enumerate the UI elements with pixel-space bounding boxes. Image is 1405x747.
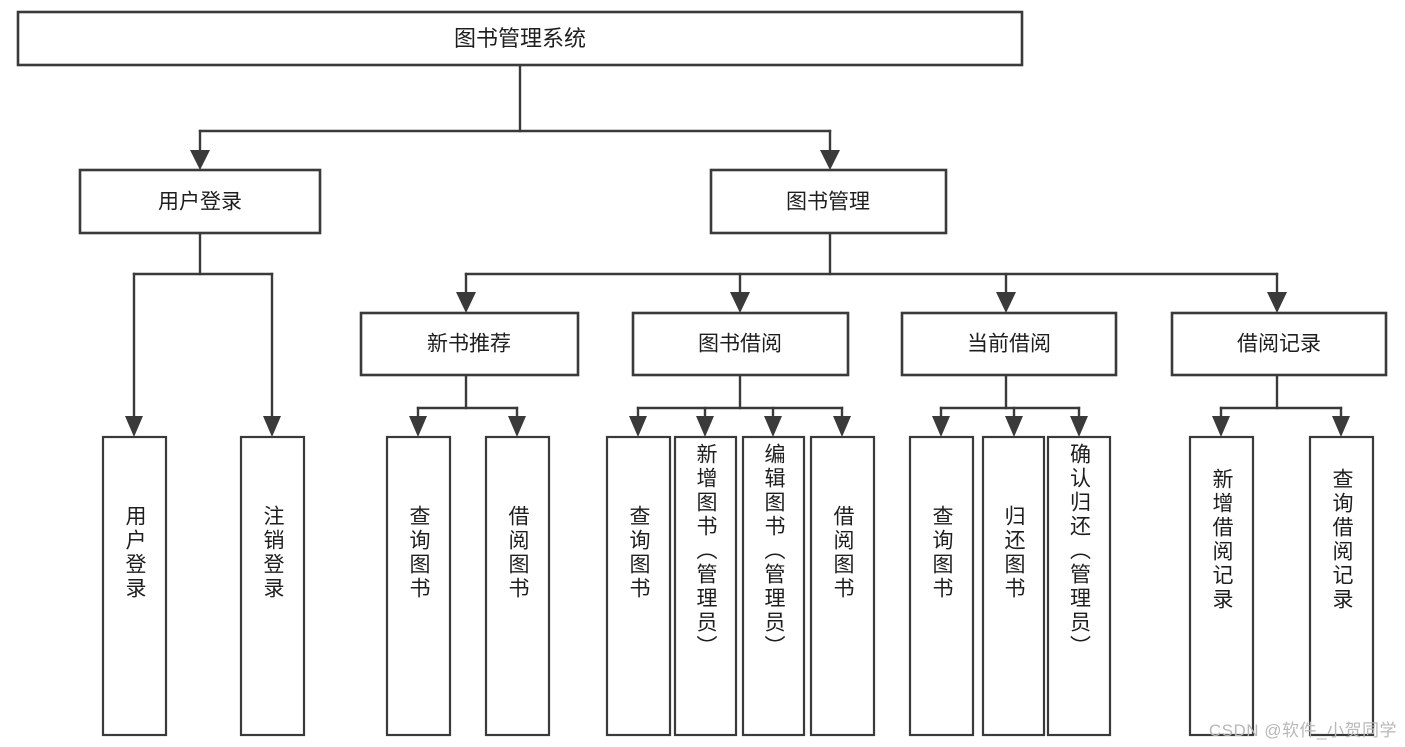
arrow-head-leaf-4 [508, 416, 526, 437]
node-borrow-record[interactable]: 借阅记录 [1170, 311, 1388, 377]
arrow-head-leaf-5 [629, 416, 647, 437]
leaf-box-7[interactable] [741, 435, 806, 737]
connector-group-book-mgmt [456, 231, 1287, 313]
arrow-head-leaf-3 [409, 416, 427, 437]
arrow-head-leaf-13 [1332, 416, 1350, 437]
connector-group-record [1212, 373, 1350, 437]
connector-group-newbook [409, 373, 526, 437]
leaf-box-6[interactable] [673, 435, 738, 737]
leaf-box-3[interactable] [385, 435, 452, 737]
node-book-mgmt-label: 图书管理 [786, 191, 870, 214]
node-user-login[interactable]: 用户登录 [78, 168, 322, 235]
arrow-head-borrow [730, 292, 750, 313]
node-book-borrow-box[interactable] [631, 311, 850, 377]
arrow-head-leaf-8 [833, 416, 851, 437]
leaf-box-13[interactable] [1308, 435, 1375, 737]
leaf-box-4[interactable] [484, 435, 551, 737]
arrow-head-user-login [190, 150, 210, 170]
node-borrow-record-label: 借阅记录 [1237, 333, 1321, 356]
arrow-head-leaf-11 [1070, 416, 1088, 437]
node-user-login-box[interactable] [78, 168, 322, 235]
connector-group-current [932, 373, 1088, 437]
node-book-borrow[interactable]: 图书借阅 [631, 311, 850, 377]
node-book-mgmt[interactable]: 图书管理 [709, 168, 948, 235]
node-book-borrow-label: 图书借阅 [698, 333, 782, 356]
node-root-label: 图书管理系统 [454, 26, 586, 51]
arrow-head-leaf-2 [263, 416, 281, 437]
connector-group-user-login [125, 231, 281, 437]
leaf-box-11[interactable] [1046, 435, 1112, 737]
arrow-head-leaf-10 [1005, 416, 1023, 437]
arrow-head-current [996, 292, 1016, 313]
leaf-box-5[interactable] [605, 435, 672, 737]
arrow-head-leaf-9 [932, 416, 950, 437]
leaf-box-10[interactable] [981, 435, 1046, 737]
node-current-borrow-box[interactable] [900, 311, 1118, 377]
arrow-head-leaf-6 [696, 416, 714, 437]
node-user-login-label: 用户登录 [158, 191, 242, 214]
connector-group-root [190, 63, 840, 170]
leaf-box-group [101, 435, 1375, 737]
node-new-book-recommend-label: 新书推荐 [427, 333, 511, 356]
arrow-head-newbook [456, 292, 476, 313]
leaf-box-8[interactable] [809, 435, 876, 737]
arrow-head-book-mgmt [820, 150, 840, 170]
leaf-box-1[interactable] [101, 435, 168, 737]
node-new-book-recommend-box[interactable] [359, 311, 580, 377]
node-current-borrow[interactable]: 当前借阅 [900, 311, 1118, 377]
leaf-box-2[interactable] [239, 435, 306, 737]
arrow-head-record [1267, 292, 1287, 313]
leaf-box-12[interactable] [1188, 435, 1255, 737]
connector-group-borrow [629, 373, 851, 437]
arrow-head-leaf-12 [1212, 416, 1230, 437]
node-book-mgmt-box[interactable] [709, 168, 948, 235]
node-root-box[interactable] [16, 10, 1024, 67]
node-current-borrow-label: 当前借阅 [967, 333, 1051, 356]
leaf-box-9[interactable] [908, 435, 975, 737]
arrow-head-leaf-1 [125, 416, 143, 437]
arrow-head-leaf-7 [764, 416, 782, 437]
watermark-text: CSDN @软件_小贺同学 [1208, 721, 1397, 740]
node-borrow-record-box[interactable] [1170, 311, 1388, 377]
node-root[interactable]: 图书管理系统 [16, 10, 1024, 67]
node-new-book-recommend[interactable]: 新书推荐 [359, 311, 580, 377]
